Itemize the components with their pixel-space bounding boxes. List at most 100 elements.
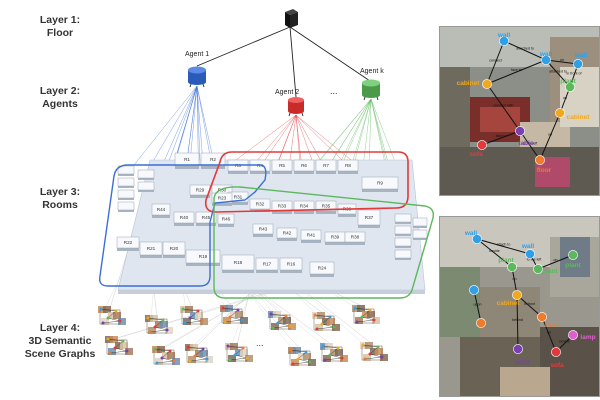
room-node-R39: R39 xyxy=(324,231,346,245)
room-node-R34: R34 xyxy=(293,200,315,214)
room-node-R21: R21 xyxy=(139,241,163,258)
room-label: R39 xyxy=(331,235,340,240)
room-node-R3: R3 xyxy=(227,159,249,174)
agent-1-room-outline xyxy=(98,164,267,287)
room-node-R8: R8 xyxy=(337,159,359,174)
room-label: R21 xyxy=(147,246,156,251)
scene-node-floor: floor xyxy=(535,155,552,174)
scene-node-plant: plant xyxy=(560,78,577,92)
scene-graph-thumbnail xyxy=(312,312,340,331)
edge-label: next to xyxy=(559,340,570,344)
room-node-R16: R16 xyxy=(279,257,303,273)
room-label: R20 xyxy=(170,246,179,251)
room-label: R38 xyxy=(351,235,360,240)
room-label: R2 xyxy=(210,157,216,162)
room-label: R7 xyxy=(323,163,329,168)
room-label: R31 xyxy=(234,195,243,200)
scene-graph-thumbnail xyxy=(105,336,133,355)
room-node-R2: R2 xyxy=(200,152,226,169)
room-node-R42: R42 xyxy=(276,227,298,241)
edge-label: face to xyxy=(511,68,522,72)
room-label: R43 xyxy=(259,227,268,232)
room-label: R1 xyxy=(184,157,190,162)
agent-k-label: Agent k xyxy=(360,68,384,75)
scene-node-cabinet: cabinet xyxy=(497,290,522,307)
floor-agent-links xyxy=(196,26,371,98)
room-stack-block xyxy=(117,177,135,188)
room-stack-block xyxy=(137,169,155,180)
room-stack-block xyxy=(117,189,135,200)
room-node-R17: R17 xyxy=(255,257,279,273)
room-label: R6 xyxy=(301,163,307,168)
scene-node-label: plant xyxy=(565,262,581,269)
scene-graph-nodes: wallwallcabinetwallplantcabinetsofatable… xyxy=(457,32,591,174)
room-node-R32: R32 xyxy=(249,198,271,212)
room-node-R40: R40 xyxy=(173,211,195,226)
layer-2-label: Layer 2: Agents xyxy=(39,85,81,110)
scene-graph-thumbnail xyxy=(225,343,253,362)
scene-node-label: cabinet xyxy=(497,300,521,307)
scene-node-plant: plant xyxy=(533,264,559,275)
agent-k-room-outline xyxy=(213,186,435,299)
scene-graph-thumbnail xyxy=(98,306,126,325)
scene-node-wall: wall xyxy=(497,32,510,46)
room-node-R41: R41 xyxy=(300,229,322,243)
edge-label: on xyxy=(560,58,564,62)
room-node-R33: R33 xyxy=(271,200,293,214)
edge-label: to the left xyxy=(527,258,542,262)
edge-label: on xyxy=(513,277,517,281)
scene-node-wall: wall xyxy=(464,230,482,244)
scene-graph-thumbnail xyxy=(220,305,248,324)
room-label: R24 xyxy=(318,266,327,271)
agent-2-label: Agent 2 xyxy=(275,89,299,96)
scene-graph-nodes: wallwallplantplantplantcabinetfloortable… xyxy=(464,230,596,369)
agent-1-node: Agent 1 xyxy=(185,51,209,88)
layer-3-label: Layer 3: Rooms xyxy=(39,186,81,211)
room-stack-block xyxy=(117,201,135,212)
scene-node-label: cabinet xyxy=(457,80,481,87)
room-label: R18 xyxy=(234,260,243,265)
room-node-R37: R37 xyxy=(357,209,381,228)
room-node-R6: R6 xyxy=(293,159,315,174)
agent-ellipsis: ... xyxy=(330,86,338,96)
edge-label: on xyxy=(547,331,551,335)
scene-node-label: wall xyxy=(574,52,587,59)
floor-node xyxy=(285,9,298,28)
scene-node-label: sofa xyxy=(469,151,483,158)
room-label: R42 xyxy=(283,231,292,236)
room-node-R20: R20 xyxy=(162,241,186,258)
scene-node-wall: wall xyxy=(539,51,552,65)
edge-label: connect with xyxy=(494,104,514,108)
scene-node-wall: wall xyxy=(521,243,535,259)
scene-ellipsis: ... xyxy=(256,338,264,348)
room-node-R36: R36 xyxy=(337,203,357,217)
room-label: R23 xyxy=(218,196,227,201)
room-node-R44: R44 xyxy=(151,203,171,218)
scene-node-label: plant xyxy=(542,268,558,275)
room-label: R34 xyxy=(300,204,309,209)
room-node-R1: R1 xyxy=(174,152,200,169)
room-label: R32 xyxy=(256,202,265,207)
agent-2-node: Agent 2 xyxy=(275,89,304,117)
room-node-R35: R35 xyxy=(315,200,337,214)
layer-1-label: Layer 1: Floor xyxy=(39,14,81,39)
edge-label: on xyxy=(554,258,558,262)
scene-graph-thumbnail xyxy=(268,311,296,330)
room-stack-block xyxy=(412,229,428,240)
room-label: R30 xyxy=(218,188,227,193)
edge-label: in front of xyxy=(567,72,582,76)
scene-node-label: floor xyxy=(537,167,552,174)
room-label: R22 xyxy=(124,240,133,245)
scene-node-label: plant xyxy=(560,78,576,85)
scene-node-plant: plant xyxy=(565,250,582,269)
room-stack-block xyxy=(117,165,135,176)
edge-label: to the left xyxy=(523,142,538,146)
room-label: R44 xyxy=(157,207,166,212)
scene-node-table: table xyxy=(515,126,534,147)
edge-label: in front xyxy=(524,302,535,306)
room-label: R35 xyxy=(322,204,331,209)
scene-graph-thumbnail xyxy=(320,343,348,362)
